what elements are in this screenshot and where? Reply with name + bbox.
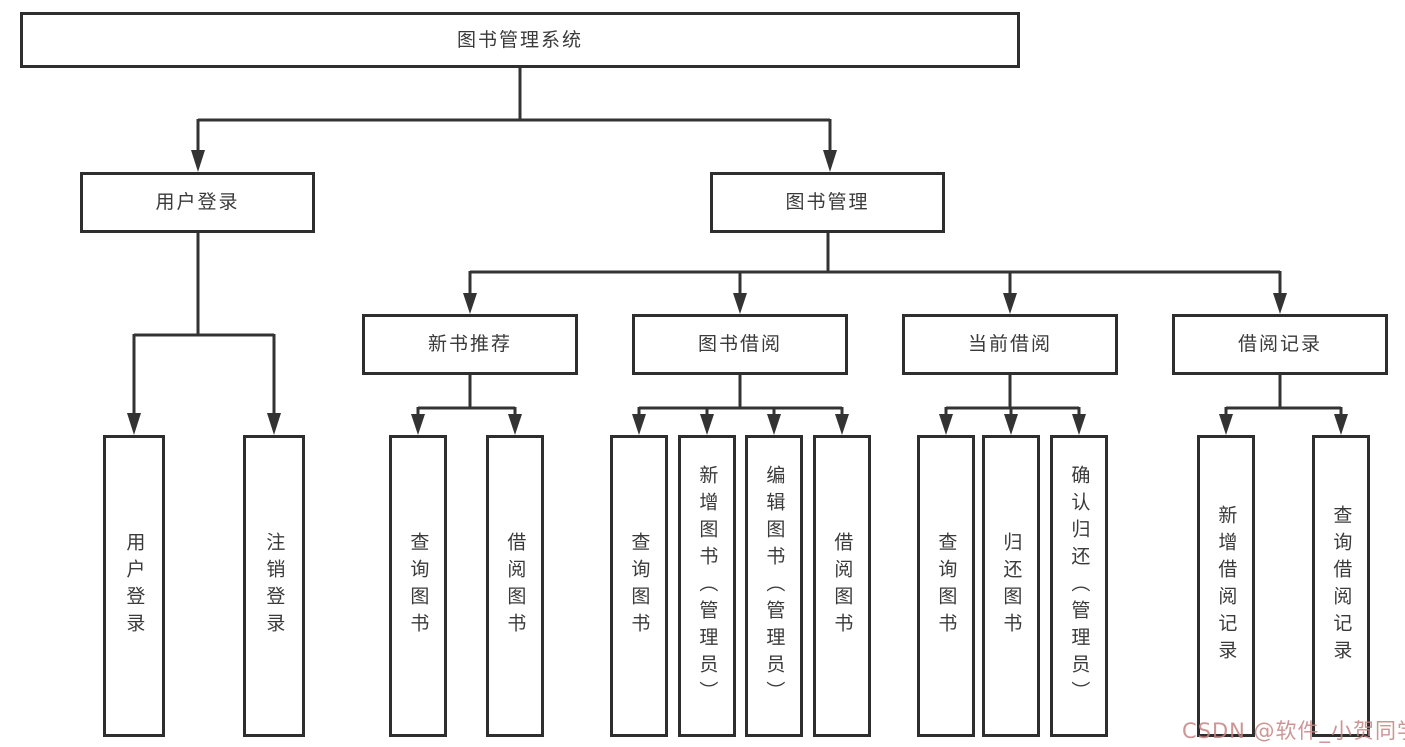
node-current-borrow: 当前借阅 [902, 314, 1118, 375]
leaf-edit-books-admin: 编辑图书（管理员） [745, 435, 803, 737]
leaf-borrow-books: 借阅图书 [813, 435, 871, 737]
leaf-borrow-books-recommend: 借阅图书 [486, 435, 544, 737]
arrowhead-icons [127, 150, 1348, 435]
node-library-management-system: 图书管理系统 [20, 12, 1020, 68]
csdn-watermark: CSDN @软件_小贺同学 [1182, 719, 1405, 743]
node-book-management: 图书管理 [710, 172, 945, 233]
leaf-query-books-borrow: 查询图书 [610, 435, 668, 737]
leaf-logout-login: 注销登录 [243, 435, 305, 737]
leaf-query-borrow-record: 查询借阅记录 [1312, 435, 1370, 737]
leaf-query-books-current: 查询图书 [917, 435, 975, 737]
leaf-return-books: 归还图书 [982, 435, 1040, 737]
node-user-login: 用户登录 [80, 172, 315, 233]
leaf-user-login: 用户登录 [103, 435, 165, 737]
leaf-confirm-return-admin: 确认归还（管理员） [1050, 435, 1108, 737]
leaf-query-books-recommend: 查询图书 [389, 435, 447, 737]
leaf-add-borrow-record: 新增借阅记录 [1197, 435, 1255, 737]
node-borrow-records: 借阅记录 [1172, 314, 1388, 375]
node-book-borrow: 图书借阅 [632, 314, 848, 375]
node-new-book-recommend: 新书推荐 [362, 314, 578, 375]
leaf-add-books-admin: 新增图书（管理员） [678, 435, 736, 737]
